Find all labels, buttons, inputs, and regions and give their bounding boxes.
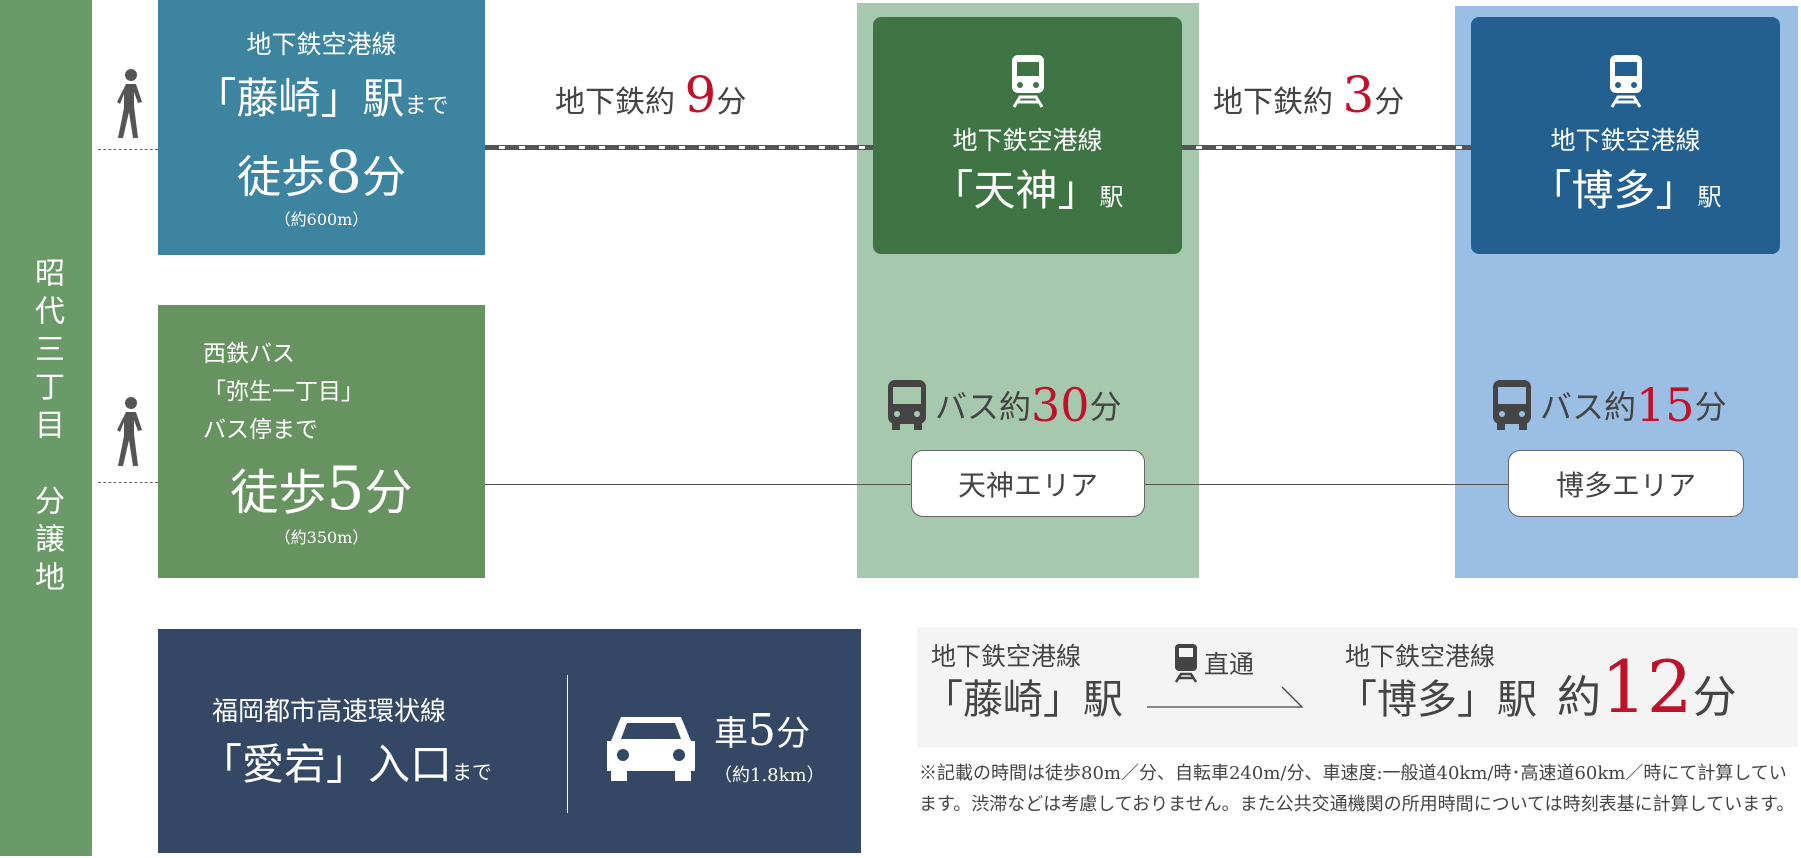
bus-icon <box>888 380 926 430</box>
arrow-icon <box>1147 686 1304 708</box>
suffix: まで <box>404 94 449 119</box>
drive-minutes: 5 <box>748 705 776 756</box>
suffix: 駅 <box>1099 183 1124 211</box>
car-icon <box>607 717 695 781</box>
from-station: 「藤崎」駅 <box>923 677 1123 723</box>
distance: （約1.8km） <box>714 765 825 786</box>
from-line: 地下鉄空港線 <box>931 642 1082 671</box>
distance: （約350m） <box>274 528 369 547</box>
line-name: 地下鉄空港線 <box>246 30 397 59</box>
bus-stop-name: 「弥生一丁目」 <box>203 379 364 405</box>
walk-label: 徒歩 <box>230 465 327 521</box>
station-name: 「博多」 <box>1529 166 1698 215</box>
suffix: まで <box>452 760 493 784</box>
line-name: 地下鉄空港線 <box>1550 126 1701 155</box>
tenjin-area-pill: 天神エリア <box>911 450 1145 517</box>
distance: （約600m） <box>274 210 369 229</box>
hakata-area-pill: 博多エリア <box>1508 450 1744 517</box>
divider <box>567 675 568 813</box>
entrance-name: 「愛宕」入口 <box>200 740 453 789</box>
walking-person-icon <box>117 397 142 466</box>
direct-time: 約12分 <box>1557 645 1737 729</box>
route-fujisaki-box: 地下鉄空港線 「藤崎」駅まで 徒歩8分 （約600m） <box>158 0 485 255</box>
route-expressway-box: 福岡都市高速環状線 「愛宕」入口まで 車5分 （約1.8km） <box>158 629 861 853</box>
subway-line <box>1182 145 1471 150</box>
segment-time-1: 地下鉄約 9分 <box>555 66 747 124</box>
connector-line <box>98 149 158 150</box>
train-icon <box>1609 55 1642 108</box>
walk-label: 徒歩 <box>237 152 326 203</box>
train-icon <box>1011 55 1044 108</box>
footnote: ※記載の時間は徒歩80m／分、自転車240m/分、車速度:一般道40km/時･高… <box>919 763 1795 815</box>
direct-route-box: 地下鉄空港線 「藤崎」駅 直通 地下鉄空港線 「博多」駅 約12分 <box>917 627 1798 747</box>
mode-label: 車 <box>714 714 748 754</box>
walk-minutes: 5 <box>326 454 365 524</box>
unit: 分 <box>364 465 413 521</box>
unit: 分 <box>361 152 406 203</box>
walking-person-icon <box>117 69 142 138</box>
route-bus-stop-box: 西鉄バス 「弥生一丁目」 バス停まで 徒歩5分 （約350m） <box>158 305 485 578</box>
to-line: 地下鉄空港線 <box>1345 642 1496 671</box>
unit: 分 <box>776 714 810 754</box>
expressway-name: 福岡都市高速環状線 <box>212 697 447 727</box>
bus-icon <box>1493 380 1531 430</box>
station-name: 「藤崎」駅 <box>194 74 405 123</box>
station-name: 「天神」 <box>931 166 1100 215</box>
tenjin-station-box: 地下鉄空港線 「天神」駅 <box>873 17 1182 254</box>
walk-minutes: 8 <box>325 138 362 206</box>
segment-time-2: 地下鉄約 3分 <box>1213 66 1405 124</box>
hakata-station-box: 地下鉄空港線 「博多」駅 <box>1471 17 1780 254</box>
to-station: 「博多」駅 <box>1337 677 1537 723</box>
line-name: 地下鉄空港線 <box>952 126 1103 155</box>
via-label: 直通 <box>1204 650 1255 679</box>
suffix: バス停まで <box>203 417 318 443</box>
origin-label: 昭代三丁目 分譲地 <box>0 0 92 856</box>
suffix: 駅 <box>1697 183 1722 211</box>
connector-line <box>98 482 158 483</box>
train-icon <box>1174 644 1198 683</box>
subway-line <box>485 145 873 150</box>
line-name: 西鉄バス <box>203 341 295 367</box>
